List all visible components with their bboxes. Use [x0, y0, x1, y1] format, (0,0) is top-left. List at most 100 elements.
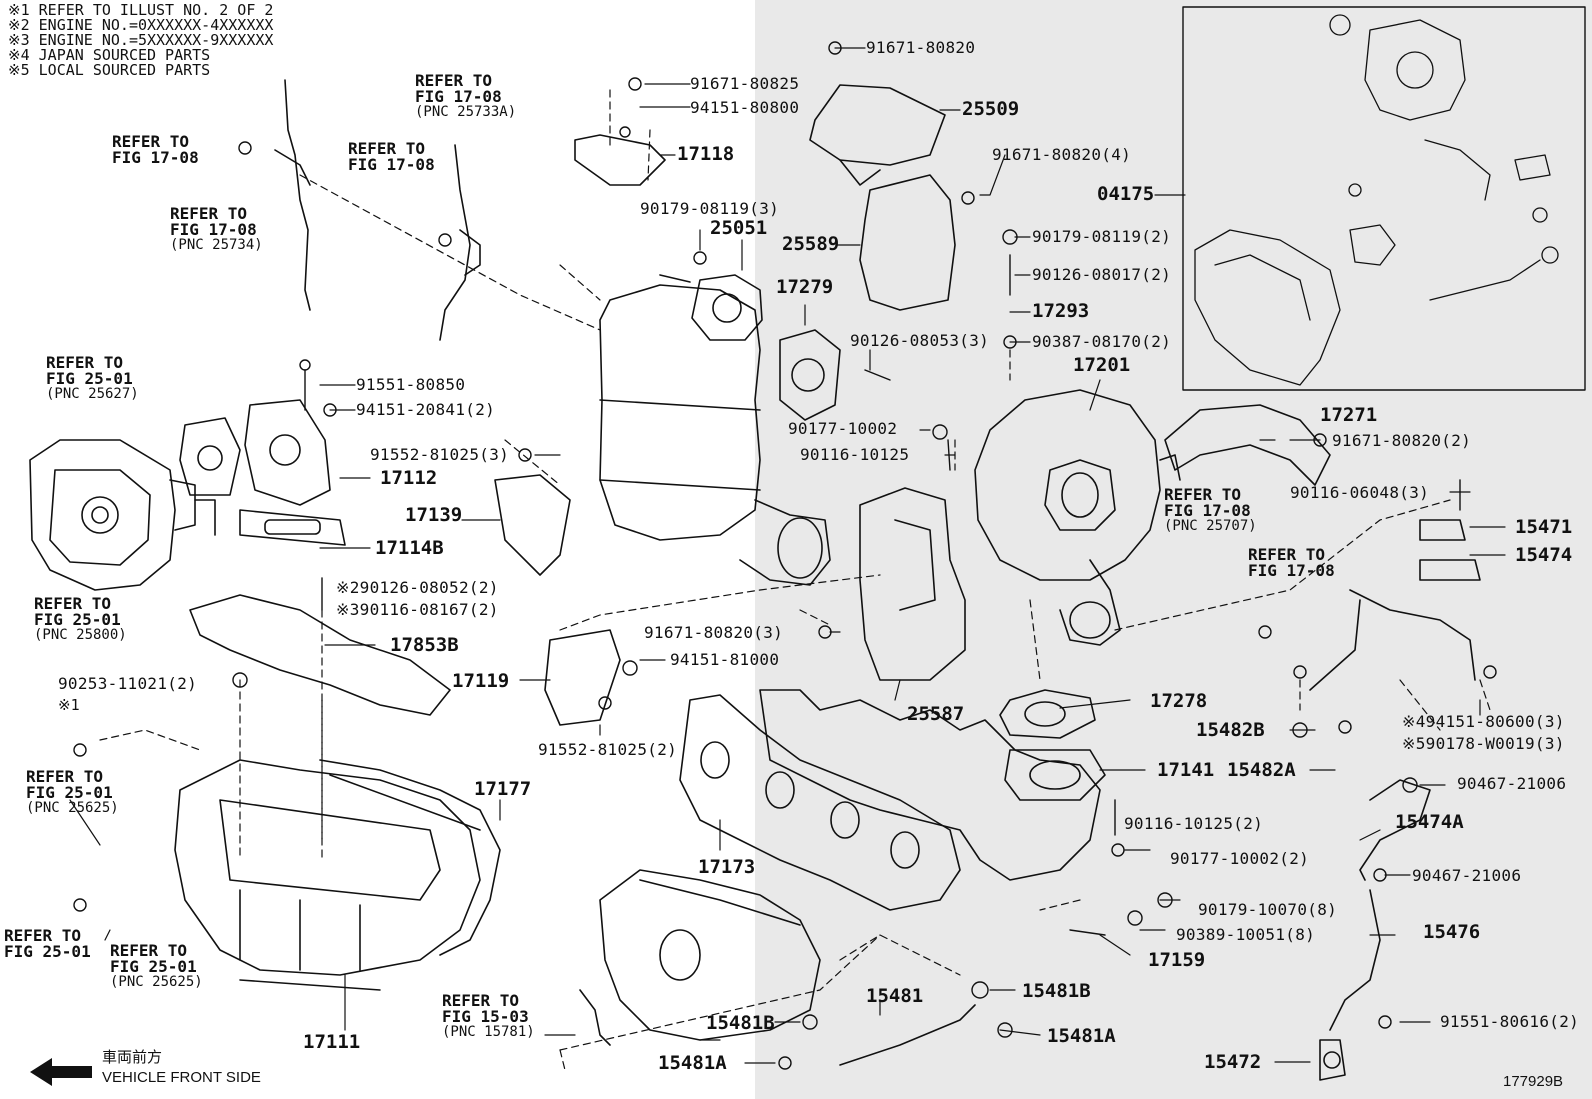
- part-number-label: ※390116-08167(2): [336, 600, 499, 619]
- part-number-label: 15481A: [1047, 1025, 1116, 1047]
- reference-fig-15-03: REFER TO FIG 15-03 (PNC 15781): [442, 991, 535, 1040]
- ref-line: FIG 25-01: [34, 610, 121, 629]
- part-number-label: 94151-80800: [690, 98, 800, 117]
- water-pipes-right: [579, 519, 1481, 1081]
- insulator-17853B: [189, 594, 451, 716]
- part-number-label: 17278: [1150, 690, 1208, 712]
- part-number-label: 90116-10125(2): [1124, 814, 1264, 833]
- part-number-label: 91552-81025(2): [538, 740, 678, 759]
- part-number-label: 94151-20841(2): [356, 400, 496, 419]
- ref-line: REFER TO: [170, 204, 248, 223]
- part-number-label: 17119: [452, 670, 510, 692]
- part-number-label: 15476: [1423, 921, 1481, 943]
- brackets: [544, 134, 666, 726]
- part-number-label: 90253-11021(2): [58, 674, 198, 693]
- ref-line: FIG 25-01: [4, 942, 91, 961]
- part-number-label: 17279: [776, 276, 834, 298]
- ref-line: FIG 17-08: [170, 220, 257, 239]
- part-number-label: 15481A: [658, 1052, 727, 1074]
- part-number-label: 15482A: [1227, 759, 1296, 781]
- notes-block: ※1 REFER TO ILLUST NO. 2 OF 2 ※2 ENGINE …: [8, 3, 273, 78]
- part-number-label: 25589: [782, 233, 840, 255]
- part-number-label: ※290126-08052(2): [336, 578, 499, 597]
- ref-line: REFER TO: [46, 353, 124, 372]
- part-number-label: 90467-21006: [1457, 774, 1567, 793]
- part-number-label: 91671-80820(3): [644, 623, 784, 642]
- part-number-label: 25587: [907, 703, 965, 725]
- part-number-label: 17159: [1148, 949, 1206, 971]
- ref-pnc: (PNC 25800): [34, 627, 127, 643]
- part-number-label: 17118: [677, 143, 735, 165]
- figure-code: 177929B: [1503, 1073, 1564, 1090]
- part-number-label: 17112: [380, 467, 438, 489]
- ref-line: REFER TO: [110, 941, 188, 960]
- part-number-label: 90179-08119(3): [640, 199, 780, 218]
- intake-manifold-shape: [174, 759, 481, 991]
- part-number-label: ※590178-W0019(3): [1402, 734, 1565, 753]
- part-number-label: 25509: [962, 98, 1020, 120]
- part-number-label: 17173: [698, 856, 756, 878]
- part-number-label: ※1: [58, 696, 80, 714]
- ref-pnc: (PNC 25627): [46, 386, 139, 402]
- part-number-label: 90116-06048(3): [1290, 483, 1430, 502]
- turbocharger-shape: [974, 389, 1181, 646]
- part-number-label: 90387-08170(2): [1032, 332, 1172, 351]
- note-2: ※2 ENGINE NO.=0XXXXXX-4XXXXXX: [8, 16, 274, 34]
- ref-line: REFER TO: [4, 926, 82, 945]
- ref-line: FIG 15-03: [442, 1007, 529, 1026]
- ref-line: FIG 25-01: [26, 783, 113, 802]
- part-number-label: 15472: [1204, 1051, 1262, 1073]
- ref-pnc: (PNC 25733A): [415, 104, 517, 120]
- part-number-label: 91551-80850: [356, 375, 466, 394]
- part-number-label: 91551-80616(2): [1440, 1012, 1580, 1031]
- ref-line: FIG 17-08: [112, 148, 199, 167]
- part-number-label: 17853B: [390, 634, 459, 656]
- ref-line: REFER TO: [442, 991, 520, 1010]
- gasket-shapes: [179, 399, 571, 576]
- ref-pnc: (PNC 25625): [26, 800, 119, 816]
- catalytic-converter-shape: [599, 274, 831, 586]
- part-number-label: 90116-10125: [800, 445, 910, 464]
- reference-fig-17-08-b: REFER TO FIG 17-08 (PNC 25734): [170, 204, 263, 253]
- part-number-label: 90179-10070(8): [1198, 900, 1338, 919]
- reference-fig-25-01-d: REFER TO FIG 25-01: [4, 928, 91, 960]
- reference-fig-25-01-a: REFER TO FIG 25-01 (PNC 25627): [46, 353, 139, 402]
- sensor-pipes: [274, 79, 481, 341]
- part-number-label: 90467-21006: [1412, 866, 1522, 885]
- ref-line: FIG 17-08: [415, 87, 502, 106]
- part-number-label: 15482B: [1196, 719, 1265, 741]
- part-number-label: 94151-81000: [670, 650, 780, 669]
- ref-line: FIG 17-08: [348, 155, 435, 174]
- ref-pnc: (PNC 25625): [110, 974, 203, 990]
- reference-fig-17-08-c: REFER TO FIG 17-08: [348, 141, 435, 173]
- gasket-17177: [319, 759, 501, 956]
- reference-fig-17-08-a: REFER TO FIG 17-08: [112, 134, 199, 166]
- ref-pnc: (PNC 15781): [442, 1024, 535, 1040]
- part-number-label: 91671-80820: [866, 38, 976, 57]
- part-number-label: 15481B: [706, 1012, 775, 1034]
- reference-fig-25-01-c: REFER TO FIG 25-01 (PNC 25625): [26, 767, 119, 816]
- part-number-label: 90179-08119(2): [1032, 227, 1172, 246]
- part-number-label: 90177-10002(2): [1170, 849, 1310, 868]
- part-number-label: 90177-10002: [788, 419, 898, 438]
- part-number-label: 25051: [710, 217, 768, 239]
- heat-shield-shapes: [809, 84, 966, 681]
- fasteners: [73, 41, 1497, 1070]
- ref-line: REFER TO: [26, 767, 104, 786]
- part-number-label: 17139: [405, 504, 463, 526]
- part-number-label: 90126-08017(2): [1032, 265, 1172, 284]
- part-number-label: 91671-80825: [690, 74, 800, 93]
- part-number-label: 17201: [1073, 354, 1131, 376]
- ref-line: REFER TO: [34, 594, 112, 613]
- part-number-label: 04175: [1097, 183, 1155, 205]
- reference-fig-17-08-f: REFER TO FIG 17-08: [1248, 547, 1335, 579]
- ref-line: FIG 17-08: [1164, 501, 1251, 520]
- inset-box-04175: [1182, 6, 1586, 391]
- part-number-label: 15481: [866, 985, 924, 1007]
- part-number-label: 91671-80820(2): [1332, 431, 1472, 450]
- ref-line: FIG 25-01: [46, 369, 133, 388]
- gasket-17279-17278: [779, 329, 1096, 739]
- reference-fig-17-08-e: REFER TO FIG 17-08 (PNC 25707): [1164, 487, 1257, 534]
- note-4: ※4 JAPAN SOURCED PARTS: [8, 46, 211, 64]
